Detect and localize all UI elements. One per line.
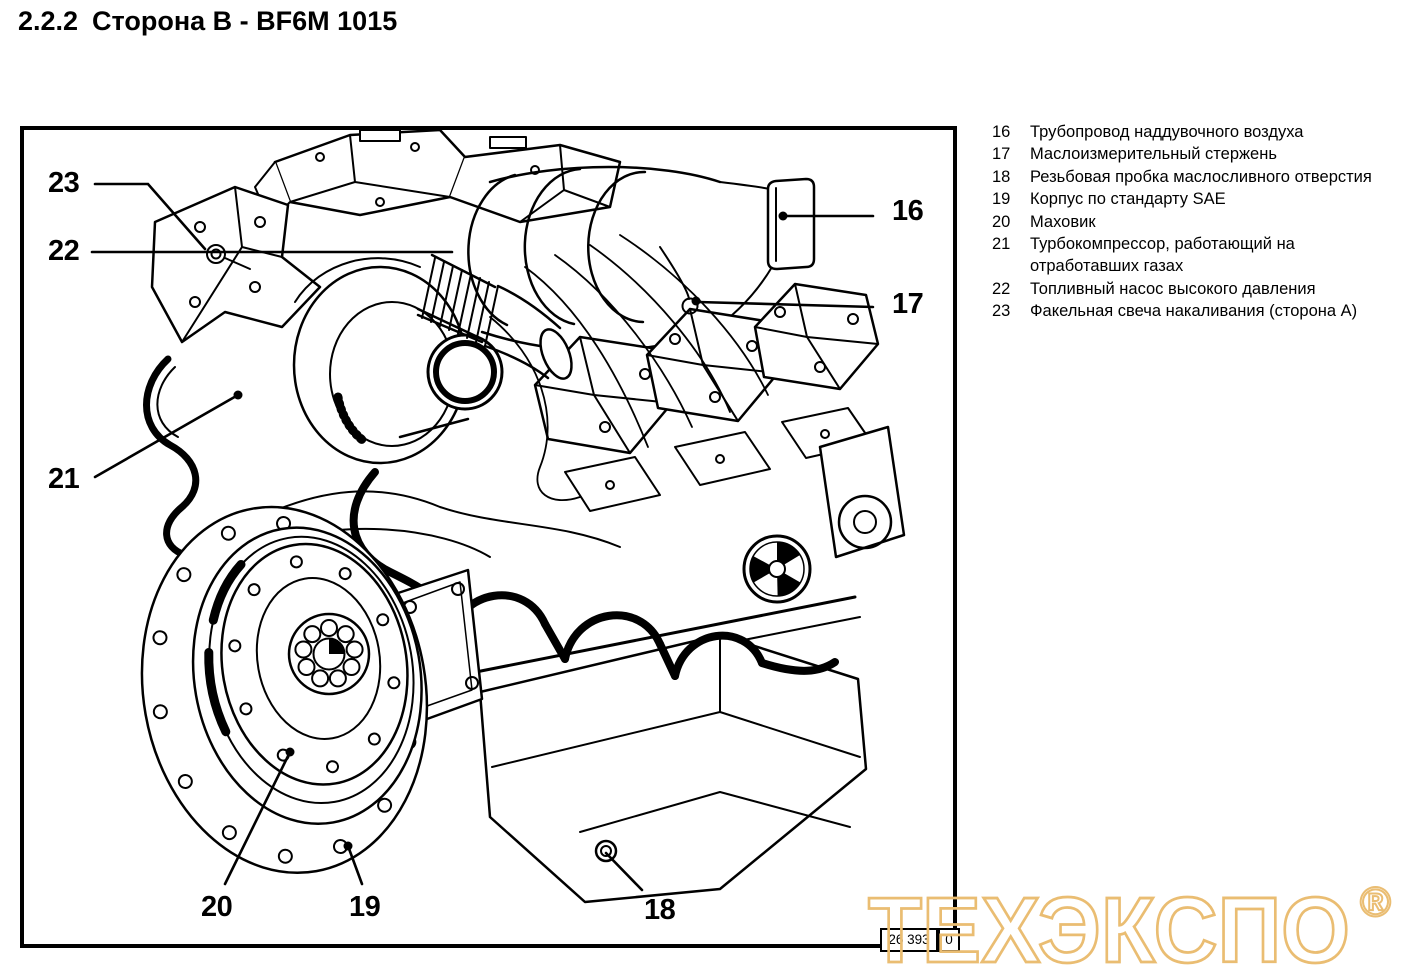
leader-18 (604, 851, 644, 892)
flywheel-rim-bolts (228, 555, 401, 774)
leader-lines (90, 182, 875, 892)
callout-label-19: 19 (349, 891, 381, 923)
legend-item-text: Маховик (1030, 212, 1096, 231)
leader-23 (93, 182, 207, 251)
legend-item-16: 16 Трубопровод наддувочного воздуха (992, 121, 1396, 143)
front-bracket (150, 185, 322, 344)
gear-cover-pulley (742, 425, 906, 604)
leader-20 (223, 750, 292, 886)
legend-item-text: Топливный насос высокого давления (1030, 279, 1316, 298)
section-number: 2.2.2 (18, 6, 79, 36)
glow-plug (206, 244, 226, 264)
callout-label-22: 22 (48, 235, 80, 267)
callout-label-17: 17 (892, 288, 924, 320)
legend-item-text: Трубопровод наддувочного воздуха (1030, 123, 1304, 141)
intake-boxes (254, 130, 622, 224)
legend-item-17: 17 Маслоизмерительный стержень (992, 143, 1396, 165)
legend: 16 Трубопровод наддувочного воздуха 17 М… (992, 121, 1396, 323)
engine-illustration (90, 130, 906, 904)
corrugated-hose (416, 253, 573, 380)
injection-lines (489, 234, 769, 502)
legend-item-18: 18 Резьбовая пробка маслосливного отверс… (992, 166, 1396, 188)
legend-item-number: 17 (992, 145, 1011, 164)
legend-item-20: 20 Маховик (992, 211, 1396, 233)
leader-17 (696, 300, 875, 309)
legend-item-number: 16 (992, 123, 1011, 141)
legend-item-21: 21 Турбокомпрессор, работающий на отрабо… (992, 233, 1396, 278)
callout-label-20: 20 (201, 891, 233, 923)
oil-drain-plug (594, 839, 618, 863)
flywheel (140, 505, 429, 874)
leader-21 (93, 393, 240, 479)
legend-item-number: 20 (992, 212, 1011, 231)
legend-item-number: 18 (992, 167, 1011, 186)
turbo-air-inlet (426, 333, 504, 411)
legend-item-number: 23 (992, 302, 1011, 321)
legend-item-text: Резьбовая пробка маслосливного отверстия (1030, 167, 1372, 186)
callout-label-18: 18 (644, 894, 676, 926)
callout-label-16: 16 (892, 195, 924, 227)
legend-item-text: Корпус по стандарту SAE (1030, 190, 1226, 209)
figure-frame: 16 17 18 19 20 21 22 23 (20, 126, 957, 948)
leader-19 (346, 844, 364, 886)
legend-item-number: 22 (992, 279, 1011, 298)
figure-revision-box: 0 (938, 928, 960, 952)
legend-item-23: 23 Факельная свеча накаливания (сторона … (992, 300, 1396, 322)
page-title: 2.2.2 Сторона B - BF6M 1015 (18, 6, 397, 37)
flywheel-hub (287, 612, 371, 696)
legend-item-text: Факельная свеча накаливания (сторона А) (1030, 302, 1358, 321)
legend-item-number: 21 (992, 235, 1011, 254)
figure-number-box: 26 393 (880, 928, 938, 952)
dipstick (659, 246, 699, 315)
lifting-hook (143, 355, 200, 559)
legend-item-text: Турбокомпрессор, работающий на отработав… (1030, 235, 1295, 276)
callout-label-23: 23 (48, 167, 80, 199)
legend-item-22: 22 Топливный насос высокого давления (992, 278, 1396, 300)
legend-item-19: 19 Корпус по стандарту SAE (992, 188, 1396, 210)
section-title-text: Сторона B - BF6M 1015 (92, 6, 398, 36)
registered-trademark-icon: ® (1360, 882, 1391, 925)
callout-label-21: 21 (48, 463, 80, 495)
legend-item-text: Маслоизмерительный стержень (1030, 145, 1277, 164)
legend-item-number: 19 (992, 190, 1011, 209)
turbocharger (292, 257, 504, 465)
